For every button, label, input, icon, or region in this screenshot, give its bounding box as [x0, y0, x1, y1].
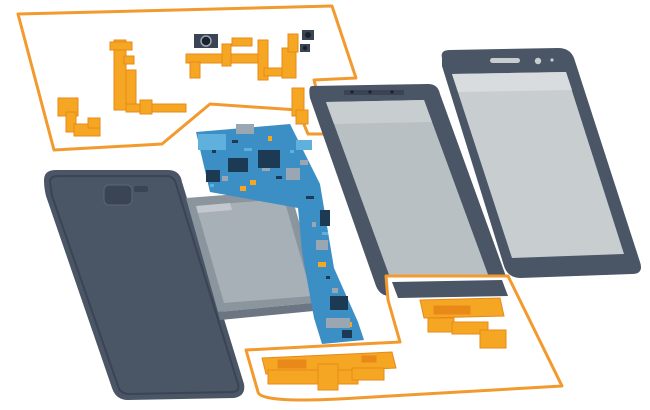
rear-camera-cutout: [103, 184, 133, 206]
back-cover-icon: [44, 170, 245, 400]
board-component: [332, 288, 338, 293]
board-component: [290, 150, 294, 153]
board-component: [300, 160, 308, 165]
board-component: [306, 196, 314, 199]
battery: [186, 190, 324, 320]
front-camera-icon: [534, 57, 542, 65]
board-component: [210, 184, 214, 187]
earpiece-icon: [490, 58, 520, 63]
board-component: [250, 180, 256, 185]
board-component: [318, 262, 326, 267]
logic-board: [196, 124, 364, 344]
highlight-outline-top: [16, 4, 358, 152]
front-glass: [441, 48, 641, 278]
board-component: [312, 222, 316, 227]
board-component: [322, 232, 328, 235]
board-component: [276, 176, 282, 179]
mid-frame-display: [309, 84, 509, 296]
camera-flex-icon: [57, 33, 309, 137]
logic-board-icon: [196, 124, 364, 344]
board-component: [222, 176, 228, 181]
board-component: [326, 276, 330, 279]
board-component: [244, 148, 252, 151]
camera-flex-assembly: [16, 4, 358, 152]
lcd-flex-assembly: [244, 274, 564, 402]
camera-module-icon: [194, 30, 314, 52]
board-component: [232, 140, 238, 143]
charging-flex-icon: [261, 351, 397, 391]
board-component: [240, 186, 246, 191]
board-component: [262, 166, 270, 171]
lcd-flex-icon: [419, 297, 507, 349]
board-component: [268, 136, 272, 141]
back-cover: [44, 170, 245, 400]
board-component: [212, 150, 216, 153]
